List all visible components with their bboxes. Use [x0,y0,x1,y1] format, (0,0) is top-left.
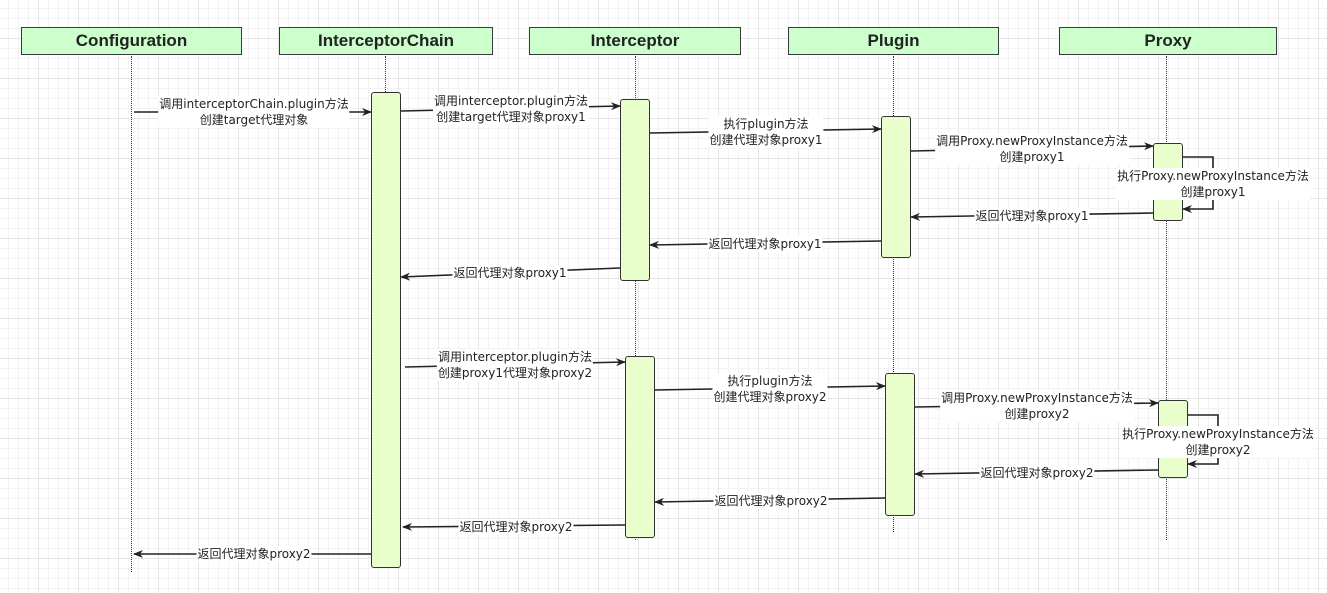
lifeline-configuration [131,56,132,572]
message-label-m12: 执行Proxy.newProxyInstance方法 创建proxy2 [1121,426,1315,458]
participant-proxy[interactable]: Proxy [1059,27,1277,55]
message-label-m5: 执行Proxy.newProxyInstance方法 创建proxy1 [1116,168,1310,200]
label-line: 创建proxy1 [1180,185,1246,199]
label-line: 创建代理对象proxy1 [709,133,823,147]
activation-interceptor-1[interactable] [620,99,650,281]
label-line: 调用Proxy.newProxyInstance方法 [941,391,1133,405]
label-line: 创建target代理对象 [199,113,309,127]
label-line: 执行Proxy.newProxyInstance方法 [1122,427,1314,441]
label-line: 调用interceptor.plugin方法 [437,350,593,364]
activation-interceptor-chain[interactable] [371,92,401,568]
message-label-m15: 返回代理对象proxy2 [458,519,574,535]
lifeline-proxy [1166,56,1167,540]
message-label-m4: 调用Proxy.newProxyInstance方法 创建proxy1 [935,133,1129,165]
message-label-m6: 返回代理对象proxy1 [974,208,1090,224]
message-label-m14: 返回代理对象proxy2 [713,493,829,509]
message-label-m16: 返回代理对象proxy2 [196,546,312,562]
lifeline-interceptor [635,56,636,540]
participant-interceptor-chain[interactable]: InterceptorChain [279,27,493,55]
participant-configuration[interactable]: Configuration [21,27,242,55]
label-line: 执行plugin方法 [727,374,813,388]
message-label-m8: 返回代理对象proxy1 [452,265,568,281]
label-line: 创建proxy1代理对象proxy2 [437,366,593,380]
message-label-m11: 调用Proxy.newProxyInstance方法 创建proxy2 [940,390,1134,422]
message-label-m1: 调用interceptorChain.plugin方法 创建target代理对象 [158,96,350,128]
message-label-m3: 执行plugin方法 创建代理对象proxy1 [708,116,824,148]
activation-interceptor-2[interactable] [625,356,655,538]
message-label-m7: 返回代理对象proxy1 [707,236,823,252]
label-line: 创建proxy2 [1004,407,1070,421]
message-label-m2: 调用interceptor.plugin方法 创建target代理对象proxy… [432,93,590,125]
message-label-m9: 调用interceptor.plugin方法 创建proxy1代理对象proxy… [436,349,594,381]
label-line: 创建target代理对象proxy1 [436,110,586,124]
message-label-m10: 执行plugin方法 创建代理对象proxy2 [712,373,828,405]
label-line: 调用interceptorChain.plugin方法 [159,97,349,111]
participant-plugin[interactable]: Plugin [788,27,999,55]
label-line: 调用interceptor.plugin方法 [433,94,589,108]
message-label-m13: 返回代理对象proxy2 [979,465,1095,481]
activation-plugin-1[interactable] [881,116,911,258]
label-line: 执行plugin方法 [723,117,809,131]
label-line: 创建proxy1 [999,150,1065,164]
activation-plugin-2[interactable] [885,373,915,516]
lifeline-plugin [893,56,894,532]
label-line: 执行Proxy.newProxyInstance方法 [1117,169,1309,183]
label-line: 创建proxy2 [1185,443,1251,457]
label-line: 调用Proxy.newProxyInstance方法 [936,134,1128,148]
label-line: 创建代理对象proxy2 [713,390,827,404]
participant-interceptor[interactable]: Interceptor [529,27,741,55]
